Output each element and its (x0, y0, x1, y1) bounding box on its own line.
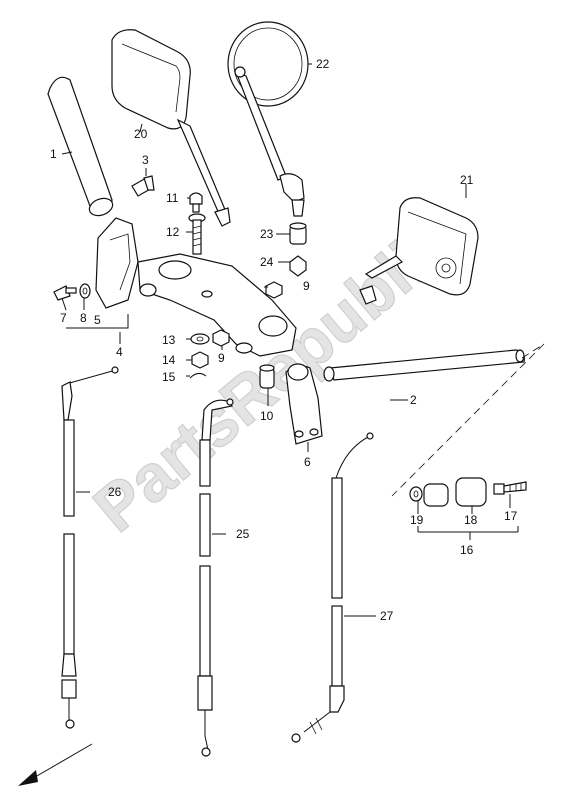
part-clutch-cable-27[interactable] (291, 432, 374, 743)
callout-27: 27 (380, 609, 394, 623)
part-left-mirror[interactable] (111, 29, 231, 227)
part-nut-9b[interactable] (212, 329, 230, 347)
callout-11: 11 (166, 191, 179, 205)
part-right-mirror[interactable] (227, 21, 309, 217)
part-washer-19[interactable] (409, 486, 423, 502)
part-weight-18a[interactable] (423, 483, 449, 507)
part-handlebar[interactable] (323, 349, 525, 382)
part-washer-8[interactable] (79, 283, 91, 299)
callout-17: 17 (504, 509, 518, 523)
callout-labels: 1 2 3 4 5 6 7 8 9 9 10 11 12 13 14 15 16… (50, 57, 518, 623)
part-washer-13[interactable] (190, 333, 210, 345)
callout-2: 2 (410, 393, 417, 407)
callout-12: 12 (166, 225, 180, 239)
part-handlebar-holder-lower[interactable] (95, 217, 297, 357)
part-bolt-12[interactable] (188, 213, 206, 255)
handlebar-end-connector (391, 343, 545, 497)
callout-9a: 9 (303, 279, 310, 293)
part-throttle-cable-25[interactable] (197, 398, 234, 757)
callout-14: 14 (162, 353, 176, 367)
callout-24: 24 (260, 255, 274, 269)
callout-1: 1 (50, 147, 57, 161)
callout-10: 10 (260, 409, 274, 423)
callout-25: 25 (236, 527, 250, 541)
part-pin-15[interactable] (189, 372, 207, 379)
callout-26: 26 (108, 485, 122, 499)
front-direction-arrow-icon (18, 743, 93, 786)
part-bolt-7[interactable] (53, 285, 77, 301)
part-left-grip[interactable] (47, 76, 115, 218)
callout-16: 16 (460, 543, 474, 557)
part-nut-24[interactable] (289, 255, 307, 277)
callout-9b: 9 (218, 351, 225, 365)
part-spacer-23[interactable] (289, 222, 307, 245)
callout-21: 21 (460, 173, 474, 187)
part-handlebar-holder-upper[interactable] (285, 363, 323, 445)
callout-15: 15 (162, 370, 176, 384)
part-bolt-3[interactable] (131, 175, 155, 197)
callout-5: 5 (94, 313, 101, 327)
part-screw-17[interactable] (493, 481, 527, 495)
leader-lines (61, 63, 519, 617)
callout-4: 4 (116, 345, 123, 359)
part-weight-18b[interactable] (455, 477, 487, 507)
callout-3: 3 (142, 153, 149, 167)
callout-20: 20 (134, 127, 148, 141)
part-throttle-cable-26[interactable] (61, 366, 119, 729)
callout-8: 8 (80, 311, 87, 325)
callout-22: 22 (316, 57, 330, 71)
callout-13: 13 (162, 333, 176, 347)
callout-19: 19 (410, 513, 424, 527)
callout-18: 18 (464, 513, 478, 527)
part-cap-10[interactable] (259, 364, 275, 389)
callout-23: 23 (260, 227, 274, 241)
part-mirror-21[interactable] (359, 197, 479, 305)
callout-6: 6 (304, 455, 311, 469)
part-nut-9a[interactable] (265, 281, 283, 299)
part-nut-14[interactable] (191, 351, 209, 369)
callout-7: 7 (60, 311, 67, 325)
part-bolt-11[interactable] (189, 192, 203, 213)
